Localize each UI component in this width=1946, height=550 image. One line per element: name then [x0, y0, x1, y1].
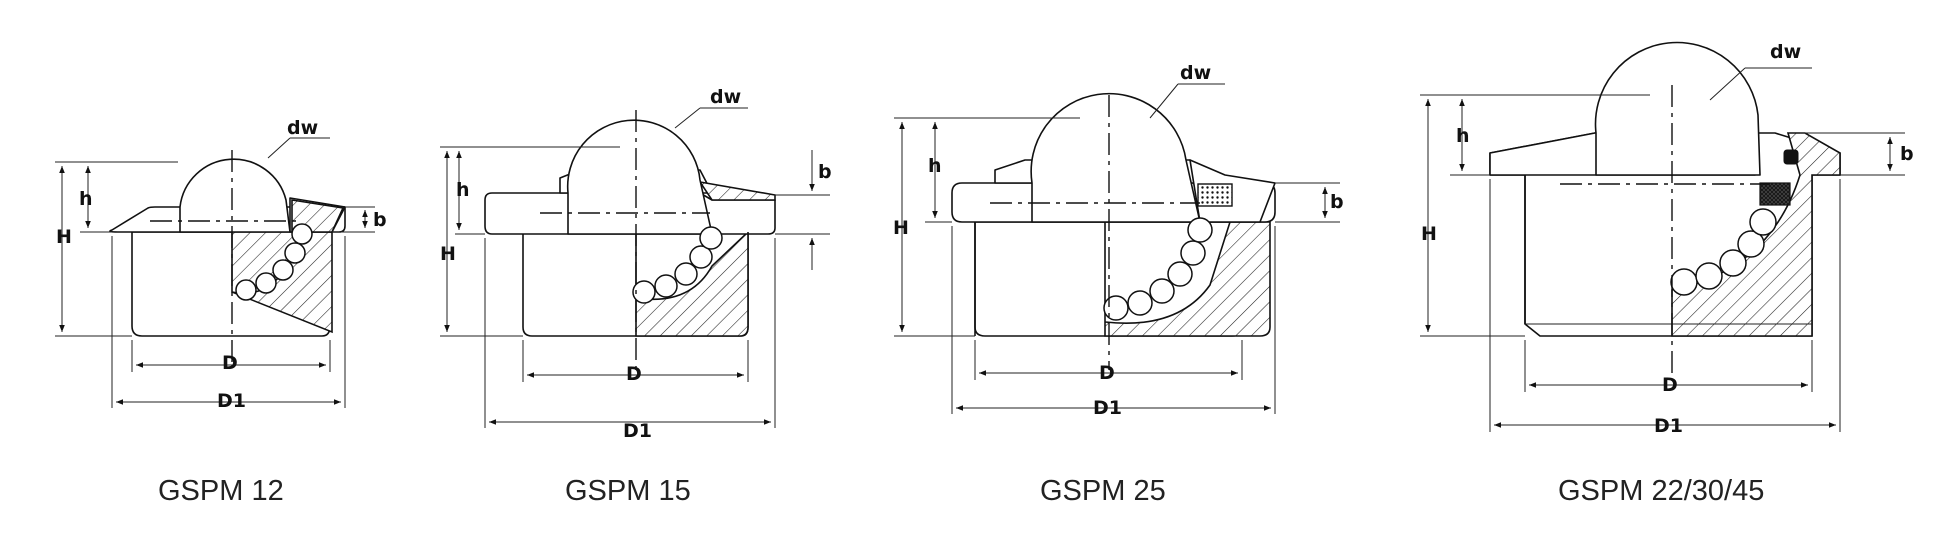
label-b: b — [1900, 143, 1914, 165]
diagram-gspm-15: dw h H b D D1 GSPM 15 — [440, 86, 832, 507]
dimension-lines — [440, 107, 830, 428]
seal-insert — [1759, 182, 1791, 206]
label-b: b — [373, 209, 387, 231]
label-D: D — [1662, 374, 1678, 396]
dimension-lines — [55, 137, 375, 408]
ball — [1030, 92, 1213, 321]
label-h: h — [456, 179, 470, 201]
label-h: h — [79, 188, 93, 210]
label-b: b — [818, 161, 832, 183]
label-dw: dw — [1180, 62, 1211, 84]
label-dw: dw — [287, 117, 318, 139]
label-dw: dw — [1770, 41, 1801, 63]
caption: GSPM 25 — [1040, 475, 1166, 507]
caption: GSPM 12 — [158, 475, 284, 507]
label-h: h — [928, 155, 942, 177]
label-D1: D1 — [217, 390, 246, 412]
label-H: H — [893, 217, 909, 239]
label-D: D — [1099, 362, 1115, 384]
dimension-lines — [1420, 67, 1905, 432]
label-h: h — [1456, 125, 1470, 147]
label-b: b — [1330, 191, 1344, 213]
label-dw: dw — [710, 86, 741, 108]
label-D1: D1 — [1093, 397, 1122, 419]
label-D1: D1 — [1654, 415, 1683, 437]
label-H: H — [440, 243, 456, 265]
seal-insert — [1197, 183, 1233, 207]
caption: GSPM 15 — [565, 475, 691, 507]
dimension-lines — [894, 83, 1340, 414]
label-D: D — [222, 352, 238, 374]
diagram-gspm-22-30-45: dw h H b D D1 GSPM 22/30/45 — [1420, 41, 1914, 507]
label-D1: D1 — [623, 420, 652, 442]
label-D: D — [626, 363, 642, 385]
diagram-gspm-12: dw h H b D D1 GSPM 12 — [55, 117, 387, 507]
label-H: H — [1421, 223, 1437, 245]
ball — [179, 158, 313, 301]
label-H: H — [56, 226, 72, 248]
caption: GSPM 22/30/45 — [1558, 475, 1764, 507]
ball — [1594, 41, 1777, 296]
oring-insert — [1783, 149, 1799, 165]
diagram-gspm-25: dw h H b D D1 GSPM 25 — [893, 62, 1344, 507]
ball — [566, 119, 723, 304]
